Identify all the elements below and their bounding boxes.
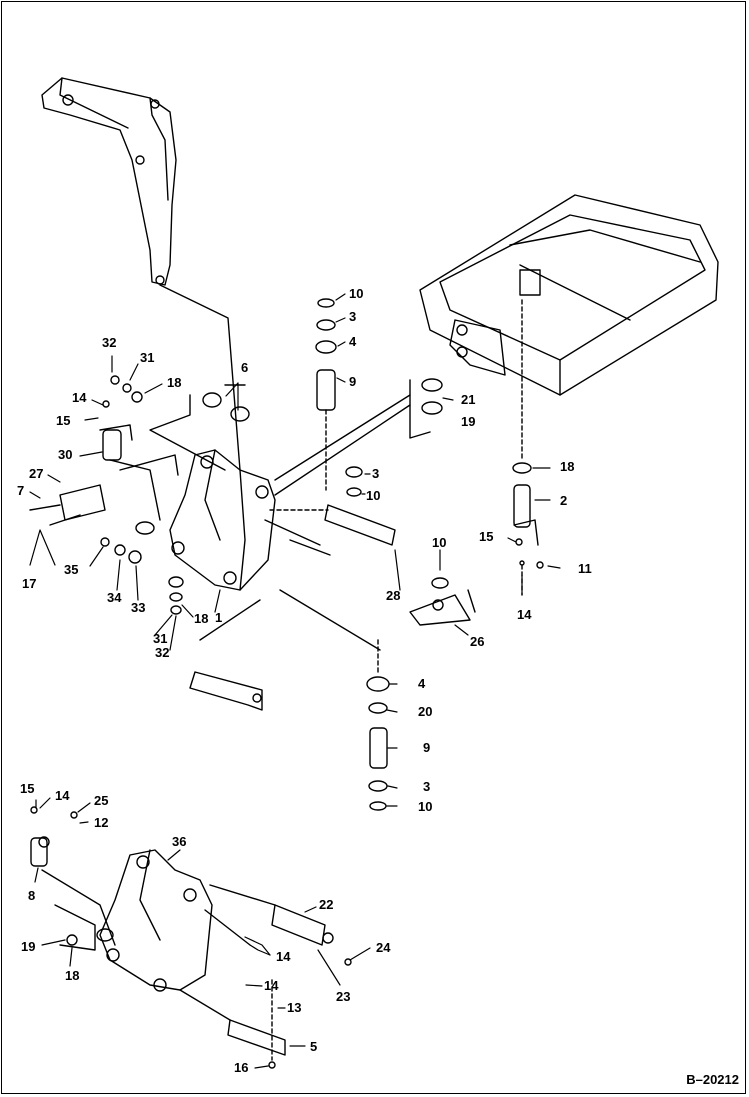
plate-26 xyxy=(409,577,476,626)
pin-28 xyxy=(264,504,396,556)
callout-13: 13 xyxy=(287,1000,302,1015)
callout-28: 28 xyxy=(386,588,401,603)
callout-14-bottom: 14 xyxy=(55,788,70,803)
washer-10b xyxy=(346,487,362,497)
pin-lower-left xyxy=(189,671,263,711)
callout-19-partial: 19 xyxy=(461,414,476,429)
leader-lower-bracket xyxy=(279,589,381,651)
callout-5: 5 xyxy=(310,1039,318,1054)
callout-10-plate: 10 xyxy=(432,535,447,550)
callout-4-lower: 4 xyxy=(418,676,426,691)
callout-24: 24 xyxy=(376,940,391,955)
callout-35: 35 xyxy=(64,562,79,577)
leader-upper-bracket xyxy=(409,379,431,439)
upper-frame-illustration xyxy=(419,194,719,396)
callout-30: 30 xyxy=(58,447,73,462)
callout-8: 8 xyxy=(28,888,36,903)
callout-6: 6 xyxy=(241,360,249,375)
callout-22: 22 xyxy=(319,897,334,912)
callout-3: 3 xyxy=(349,309,357,324)
leader-6 xyxy=(149,394,226,471)
boom-arm-illustration xyxy=(41,77,177,286)
callout-10-mid: 10 xyxy=(366,488,381,503)
callout-1: 1 xyxy=(215,610,223,625)
leader-upper-to-swing-2 xyxy=(274,404,411,496)
callout-9: 9 xyxy=(349,374,357,389)
callout-32: 32 xyxy=(102,335,117,350)
callout-14-right: 14 xyxy=(517,607,532,622)
callout-18-right: 18 xyxy=(560,459,575,474)
callout-19-bottom: 19 xyxy=(21,939,36,954)
callout-18-bottom: 18 xyxy=(65,968,80,983)
callout-33: 33 xyxy=(131,600,146,615)
pin-8-bottom xyxy=(30,806,116,951)
callout-14: 14 xyxy=(72,390,87,405)
callout-31-lower: 31 xyxy=(153,631,168,646)
callout-4: 4 xyxy=(349,334,357,349)
drawing-code: B–20212 xyxy=(686,1072,739,1087)
callout-32-lower: 32 xyxy=(155,645,170,660)
callout-15-bottom: 15 xyxy=(20,781,35,796)
callout-27: 27 xyxy=(29,466,44,481)
callout-3-lower: 3 xyxy=(423,779,431,794)
callout-16: 16 xyxy=(234,1060,249,1075)
callout-15-right: 15 xyxy=(479,529,494,544)
callout-3-mid: 3 xyxy=(372,466,380,481)
callout-34: 34 xyxy=(107,590,122,605)
leader-boom-pin xyxy=(159,284,241,471)
callout-18: 18 xyxy=(167,375,182,390)
leader-upper-to-swing xyxy=(274,394,411,481)
swing-bracket-illustration xyxy=(169,449,276,591)
callout-10: 10 xyxy=(349,286,364,301)
callout-25: 25 xyxy=(94,793,109,808)
callout-14-bottom-mid: 14 xyxy=(276,949,291,964)
pin-bracket-left xyxy=(29,375,179,526)
callout-26: 26 xyxy=(470,634,485,649)
callout-15: 15 xyxy=(56,413,71,428)
pin-5-bottom xyxy=(179,979,286,1069)
callout-12: 12 xyxy=(94,815,109,830)
washer-3b xyxy=(345,466,363,478)
callout-18-lower: 18 xyxy=(194,611,209,626)
pin-2 xyxy=(512,462,544,596)
callout-11: 11 xyxy=(578,561,592,576)
leader-lower-bracket-2 xyxy=(199,599,261,641)
pin-stack-lower xyxy=(366,639,390,811)
callout-23: 23 xyxy=(336,989,351,1004)
washers-lower-left xyxy=(168,576,184,615)
callout-31: 31 xyxy=(140,350,155,365)
callout-14-bottom-low: 14 xyxy=(264,978,279,993)
callout-36: 36 xyxy=(172,834,187,849)
pin-22-bottom xyxy=(204,884,352,966)
callout-9-lower: 9 xyxy=(423,740,431,755)
callout-21: 21 xyxy=(461,392,476,407)
callout-7: 7 xyxy=(17,483,25,498)
callout-10-lower: 10 xyxy=(418,799,433,814)
pin-stack-upper xyxy=(315,298,337,491)
swing-bracket-bottom-illustration xyxy=(99,849,213,992)
callout-2: 2 xyxy=(560,493,568,508)
callout-leaders xyxy=(29,293,561,1069)
washers-34-35 xyxy=(100,521,155,564)
callout-20: 20 xyxy=(418,704,433,719)
callout-17: 17 xyxy=(22,576,37,591)
part-6-bushings xyxy=(202,384,250,422)
part-21-bushing xyxy=(421,378,443,415)
